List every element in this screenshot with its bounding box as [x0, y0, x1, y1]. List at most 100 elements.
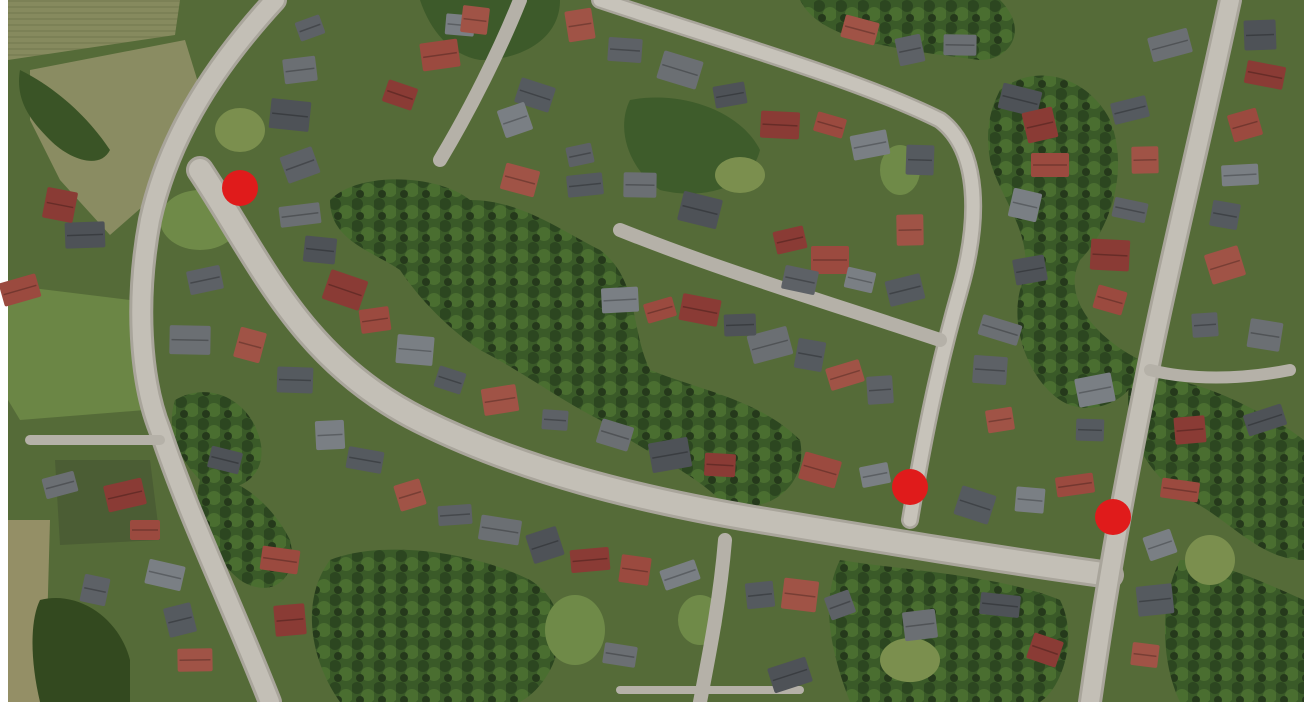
roof-ridge [484, 396, 516, 404]
roof-ridge [278, 378, 312, 382]
roof-ridge [751, 339, 789, 351]
house-roof [825, 359, 865, 391]
house-roof [42, 187, 78, 223]
roof-ridge [868, 388, 892, 392]
roof-ridge [46, 201, 74, 209]
house-roof [169, 325, 211, 355]
marker-1[interactable] [222, 170, 258, 206]
roof-ridge [179, 658, 211, 662]
house-roof [678, 293, 722, 327]
roof-ridge [974, 368, 1006, 372]
house-roof [1135, 583, 1175, 617]
house-roof [1131, 146, 1159, 174]
roof-ridge [1114, 105, 1146, 115]
house-roof [278, 202, 322, 228]
roof-ridge [817, 120, 843, 130]
house-roof [902, 608, 938, 642]
house-roof [1142, 529, 1178, 561]
house-roof [177, 648, 213, 672]
house-roof [894, 33, 926, 67]
marker-layer[interactable] [222, 170, 1131, 535]
roof-ridge [481, 526, 519, 534]
house-roof [79, 573, 111, 607]
roof-ridge [1213, 212, 1237, 218]
house-roof [772, 225, 808, 255]
roof-ridge [1147, 540, 1173, 550]
house-roof [437, 503, 473, 527]
house-roof [395, 334, 435, 366]
house-roof [798, 451, 842, 489]
house-roof [1173, 415, 1207, 445]
house-roof [233, 326, 267, 364]
house-roof [723, 313, 757, 337]
roof-ridge [1002, 94, 1038, 106]
house-roof [1160, 477, 1200, 503]
roof-ridge [148, 570, 182, 580]
roof-ridge [386, 89, 414, 101]
roof-ridge [1017, 498, 1043, 502]
roof-ridge [398, 490, 422, 500]
house-roof [460, 5, 490, 35]
house-roof [382, 79, 418, 111]
roof-ridge [1163, 486, 1197, 494]
roof-ridge [285, 159, 315, 171]
roof-ridge [285, 67, 315, 73]
house-roof [659, 559, 701, 591]
roof-ridge [569, 151, 591, 159]
roof-ridge [299, 23, 321, 33]
roof-ridge [568, 22, 592, 28]
roof-ridge [945, 43, 975, 47]
roof-ridge [847, 276, 873, 284]
house-roof [393, 478, 427, 512]
house-roof [1031, 153, 1069, 177]
roof-ridge [1031, 644, 1059, 656]
roof-ridge [1078, 386, 1112, 394]
roof-ridge [1139, 597, 1171, 603]
roof-ridge [1209, 259, 1241, 271]
roof-ridge [263, 556, 297, 564]
house-roof [1130, 642, 1160, 668]
roof-ridge [1016, 266, 1044, 274]
house-roof [1075, 418, 1105, 442]
roof-ridge [362, 317, 388, 323]
roof-ridge [398, 347, 432, 353]
house-roof [1012, 254, 1048, 286]
roof-ridge [569, 182, 601, 188]
house-roof [41, 471, 79, 499]
roof-ridge [211, 455, 239, 465]
house-roof [1111, 197, 1149, 223]
roof-ridge [1115, 206, 1145, 214]
house-roof [345, 446, 385, 474]
roof-ridge [1077, 428, 1103, 432]
roof-ridge [605, 651, 635, 659]
house-roof [1026, 632, 1064, 668]
house-roof [302, 235, 338, 265]
house-roof [0, 273, 42, 307]
house-roof [656, 50, 704, 90]
roads [25, 0, 1296, 702]
roof-ridge [907, 158, 933, 162]
house-roof [793, 338, 827, 372]
house-roof [746, 326, 794, 364]
house-roof [1147, 28, 1193, 62]
house-roof [943, 34, 977, 56]
roof-ridge [706, 463, 734, 467]
house-roof [419, 38, 461, 72]
roof-ridge [747, 592, 773, 598]
marker-2[interactable] [892, 469, 928, 505]
house-roof [1074, 372, 1116, 408]
house-roof [859, 462, 891, 488]
house-roof [282, 55, 318, 85]
house-roof [433, 365, 467, 395]
house-roof [781, 265, 819, 295]
roof-ridge [1092, 253, 1128, 257]
house-roof [1110, 95, 1150, 125]
roof-ridge [1097, 295, 1123, 305]
roof-ridge [829, 369, 861, 381]
house-roof [744, 580, 776, 610]
house-roof [565, 142, 595, 168]
marker-3[interactable] [1095, 499, 1131, 535]
house-roof [273, 603, 307, 637]
house-roof [259, 545, 301, 575]
